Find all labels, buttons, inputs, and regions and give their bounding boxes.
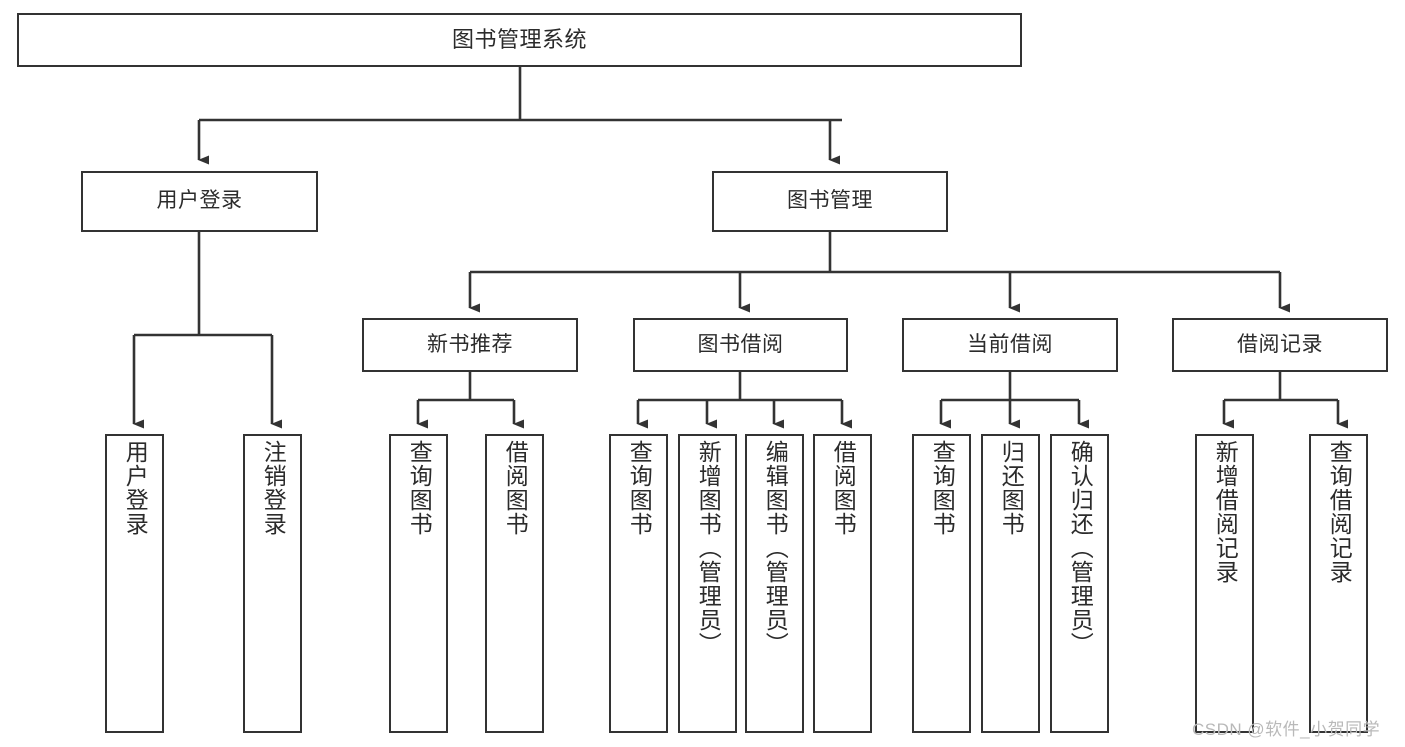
node-current-borrow-label: 当前借阅 <box>967 332 1053 356</box>
node-leaf-query-book-new-label: 查询图书 <box>406 440 433 536</box>
node-leaf-user-login[interactable]: 用户登录 <box>105 434 164 733</box>
node-leaf-add-book[interactable]: 新增图书（管理员） <box>678 434 737 733</box>
node-borrow-record[interactable]: 借阅记录 <box>1172 318 1388 372</box>
node-new-book-recommend[interactable]: 新书推荐 <box>362 318 578 372</box>
node-leaf-query-book-current-label: 查询图书 <box>929 440 956 536</box>
node-leaf-borrow-book-new[interactable]: 借阅图书 <box>485 434 544 733</box>
node-leaf-borrow-book[interactable]: 借阅图书 <box>813 434 872 733</box>
node-leaf-add-book-label: 新增图书（管理员） <box>695 440 722 656</box>
node-leaf-query-book-borrow[interactable]: 查询图书 <box>609 434 668 733</box>
node-book-manage-label: 图书管理 <box>787 189 873 213</box>
node-book-borrow[interactable]: 图书借阅 <box>633 318 848 372</box>
csdn-watermark: CSDN @软件_小贺同学 <box>1192 720 1381 739</box>
node-new-book-recommend-label: 新书推荐 <box>427 332 513 356</box>
node-current-borrow[interactable]: 当前借阅 <box>902 318 1118 372</box>
node-leaf-borrow-book-label: 借阅图书 <box>830 440 857 536</box>
node-borrow-record-label: 借阅记录 <box>1237 332 1323 356</box>
node-leaf-confirm-return[interactable]: 确认归还（管理员） <box>1050 434 1109 733</box>
node-leaf-query-book-current[interactable]: 查询图书 <box>912 434 971 733</box>
node-leaf-query-borrow-record-label: 查询借阅记录 <box>1326 440 1353 584</box>
node-leaf-user-logout-label: 注销登录 <box>260 440 287 536</box>
node-leaf-add-borrow-record[interactable]: 新增借阅记录 <box>1195 434 1254 733</box>
node-book-manage[interactable]: 图书管理 <box>712 171 948 232</box>
node-user-login[interactable]: 用户登录 <box>81 171 318 232</box>
node-leaf-return-book-label: 归还图书 <box>998 440 1025 536</box>
node-leaf-add-borrow-record-label: 新增借阅记录 <box>1212 440 1239 584</box>
node-root-system[interactable]: 图书管理系统 <box>17 13 1022 67</box>
node-leaf-return-book[interactable]: 归还图书 <box>981 434 1040 733</box>
node-leaf-user-logout[interactable]: 注销登录 <box>243 434 302 733</box>
node-user-login-label: 用户登录 <box>156 189 243 213</box>
node-leaf-edit-book-label: 编辑图书（管理员） <box>762 440 789 656</box>
node-leaf-borrow-book-new-label: 借阅图书 <box>502 440 529 536</box>
node-leaf-query-book-borrow-label: 查询图书 <box>626 440 653 536</box>
node-leaf-query-borrow-record[interactable]: 查询借阅记录 <box>1309 434 1368 733</box>
node-leaf-edit-book[interactable]: 编辑图书（管理员） <box>745 434 804 733</box>
node-root-system-label: 图书管理系统 <box>451 27 587 53</box>
node-book-borrow-label: 图书借阅 <box>697 332 784 356</box>
node-leaf-user-login-label: 用户登录 <box>122 440 149 536</box>
node-leaf-query-book-new[interactable]: 查询图书 <box>389 434 448 733</box>
node-leaf-confirm-return-label: 确认归还（管理员） <box>1067 440 1094 656</box>
